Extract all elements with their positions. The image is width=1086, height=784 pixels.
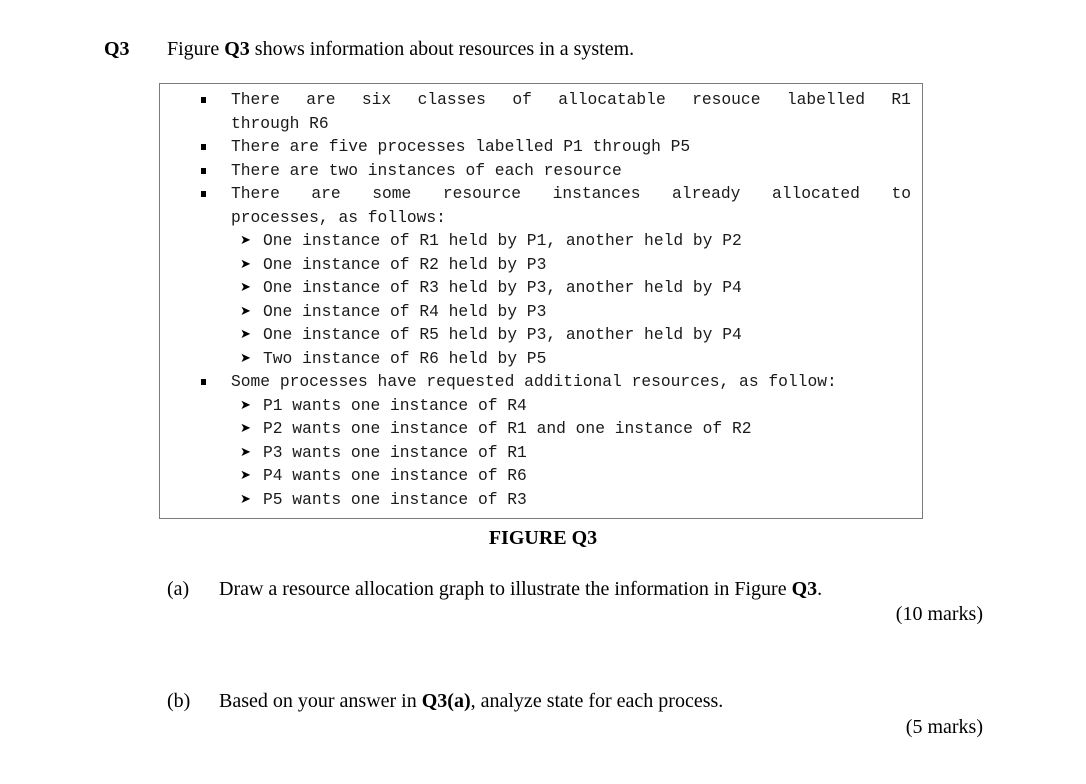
bullet-icon bbox=[201, 167, 206, 174]
figure-word: are bbox=[311, 184, 341, 203]
bullet-icon bbox=[201, 97, 206, 103]
arrow-bullet-icon: ➤ bbox=[240, 350, 251, 366]
figure-word: resource bbox=[442, 184, 522, 203]
request-item: P4 wants one instance of R6 bbox=[263, 466, 527, 485]
figure-word: resouce bbox=[692, 90, 761, 109]
figure-word: There bbox=[231, 184, 280, 203]
arrow-bullet-icon: ➤ bbox=[240, 233, 251, 248]
question-number: Q3 bbox=[104, 38, 130, 60]
arrow-bullet-icon: ➤ bbox=[240, 468, 251, 483]
request-item: P3 wants one instance of R1 bbox=[263, 442, 527, 462]
figure-word: labelled bbox=[786, 90, 866, 109]
part-a-marks: (10 marks) bbox=[895, 603, 983, 625]
part-a-label: (a) bbox=[167, 578, 190, 600]
arrow-bullet-icon: ➤ bbox=[240, 280, 251, 295]
figure-box bbox=[159, 83, 923, 519]
allocation-item: One instance of R2 held by P3 bbox=[263, 254, 547, 274]
request-item: P2 wants one instance of R1 and one inst… bbox=[263, 419, 752, 438]
figure-bullet-text: There are five processes labelled P1 thr… bbox=[231, 137, 691, 156]
figure-word: of bbox=[512, 90, 532, 109]
figure-word: to bbox=[891, 184, 911, 203]
part-b-label: (b) bbox=[167, 690, 191, 712]
allocation-item: Two instance of R6 held by P5 bbox=[263, 348, 547, 368]
arrow-bullet-icon: ➤ bbox=[240, 421, 251, 436]
arrow-bullet-icon: ➤ bbox=[240, 491, 251, 507]
bullet-icon bbox=[201, 144, 206, 150]
figure-word: allocatable bbox=[558, 90, 666, 109]
bullet-icon bbox=[201, 379, 206, 385]
figure-word: classes bbox=[417, 90, 486, 109]
arrow-bullet-icon: ➤ bbox=[240, 327, 251, 342]
allocation-item: One instance of R4 held by P3 bbox=[263, 301, 547, 321]
figure-bullet-text: There are six classes of allocatable resouce la… bbox=[231, 88, 911, 112]
question-intro: Figure Q3 shows information about resour… bbox=[167, 38, 635, 60]
figure-bullet-text: There are two instances of each resource bbox=[231, 160, 622, 180]
arrow-bullet-icon: ➤ bbox=[240, 303, 251, 319]
figure-bullet-text: processes, as follows: bbox=[231, 207, 446, 227]
figure-word: already bbox=[672, 184, 741, 203]
figure-bullet-text: There are some resource instances already allo… bbox=[231, 182, 911, 206]
figure-bullet-text: Some processes have requested additional… bbox=[231, 372, 837, 391]
figure-word: some bbox=[372, 184, 412, 203]
arrow-bullet-icon: ➤ bbox=[240, 397, 251, 413]
allocation-item: One instance of R1 held by P1, another h… bbox=[263, 231, 742, 250]
figure-caption: FIGURE Q3 bbox=[488, 527, 598, 549]
figure-bullet-text: through R6 bbox=[231, 113, 329, 133]
part-b-text: Based on your answer in Q3(a), analyze s… bbox=[219, 690, 724, 712]
figure-word: R1 bbox=[891, 90, 911, 109]
figure-word: six bbox=[361, 90, 392, 109]
allocation-item: One instance of R5 held by P3, another h… bbox=[263, 325, 742, 344]
part-b-marks: (5 marks) bbox=[905, 716, 983, 738]
figure-word: allocated bbox=[771, 184, 860, 203]
figure-word: There bbox=[231, 90, 280, 109]
arrow-bullet-icon: ➤ bbox=[240, 444, 251, 460]
arrow-bullet-icon: ➤ bbox=[240, 256, 251, 272]
request-item: P1 wants one instance of R4 bbox=[263, 395, 527, 415]
part-a-text: Draw a resource allocation graph to illu… bbox=[219, 578, 823, 600]
figure-word: are bbox=[306, 90, 336, 109]
request-item: P5 wants one instance of R3 bbox=[263, 489, 527, 509]
allocation-item: One instance of R3 held by P3, another h… bbox=[263, 278, 742, 297]
bullet-icon bbox=[201, 191, 206, 197]
figure-word: instances bbox=[552, 184, 641, 203]
